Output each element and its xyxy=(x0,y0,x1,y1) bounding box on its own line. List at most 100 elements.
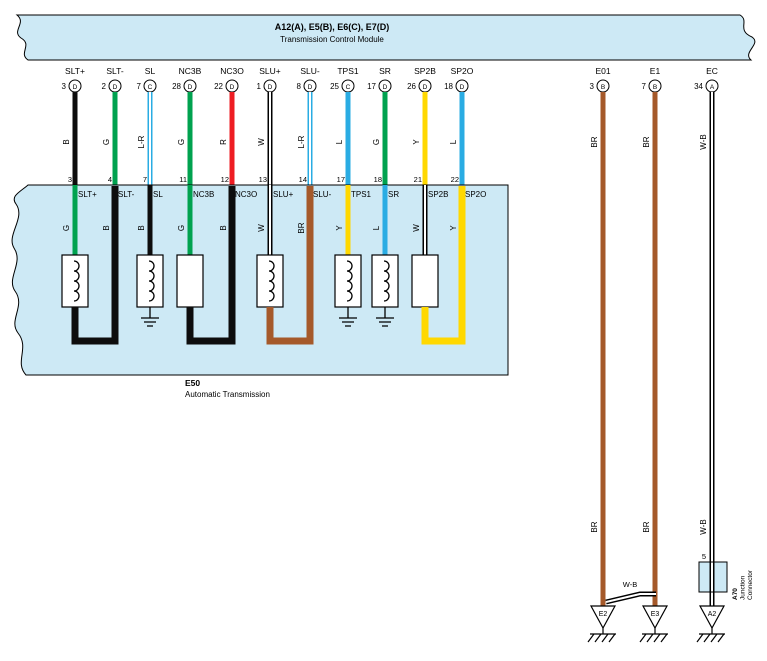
ground-point-label: E2 xyxy=(599,611,608,618)
wire-color-code: BR xyxy=(642,521,651,532)
a70-label: A70JunctionConnector xyxy=(732,569,754,600)
ground-point-triangle xyxy=(698,605,726,630)
tcm-pin-number: 25 xyxy=(330,82,339,91)
e50-name: E50 xyxy=(185,378,200,388)
tcm-connector-letter: D xyxy=(460,84,465,91)
tcm-connector-letter: D xyxy=(230,84,235,91)
tcm-pin-label: SLT+ xyxy=(65,66,85,76)
e50-pin-label: TPS1 xyxy=(351,190,372,199)
ground-point-triangle xyxy=(641,605,669,630)
tcm-pin-label: SP2O xyxy=(451,66,474,76)
wire-color-code: W xyxy=(257,224,266,232)
wire-color-code: BR xyxy=(297,222,306,233)
loop-SLU+ xyxy=(266,186,314,345)
loop-NC3B xyxy=(186,186,236,345)
tcm-connector-letter: B xyxy=(653,84,657,91)
tcm-connector-letter: D xyxy=(383,84,388,91)
e50-pin-label: SLU- xyxy=(313,190,332,199)
tcm-pin-label: SLU- xyxy=(300,66,320,76)
tcm-connector-letter: B xyxy=(601,84,605,91)
wire-color-code: B xyxy=(219,225,228,230)
e50-pin-label: NC3O xyxy=(235,190,257,199)
a70-junction-box-border xyxy=(698,561,728,593)
sensor-box xyxy=(411,254,439,308)
wire-color-code: G xyxy=(62,225,71,231)
tcm-pin-label: E1 xyxy=(650,66,661,76)
e50-pin-number: 12 xyxy=(221,175,229,184)
wire-color-code: W-B xyxy=(699,134,708,149)
a70-label-line: Connector xyxy=(747,569,754,600)
e50-pin-number: 13 xyxy=(259,175,267,184)
wire-color-code: W xyxy=(412,224,421,232)
wire-color-code: B xyxy=(102,225,111,230)
coil-icon xyxy=(346,260,353,302)
e50-pin-number: 18 xyxy=(374,175,382,184)
tcm-connector-letter: D xyxy=(268,84,273,91)
wire-color-code: B xyxy=(62,139,71,144)
tcm-pin-label: SL xyxy=(145,66,156,76)
e50-pin-number: 7 xyxy=(143,175,147,184)
ground-icon xyxy=(376,317,394,327)
tcm-pin-label: SLU+ xyxy=(259,66,281,76)
wire-color-code: G xyxy=(372,139,381,145)
e50-pin-number: 14 xyxy=(299,175,307,184)
a70-pin-number: 5 xyxy=(702,552,706,561)
tcm-pin-label: SR xyxy=(379,66,391,76)
tcm-pin-number: 3 xyxy=(590,82,595,91)
ground-icon xyxy=(639,633,668,643)
e50-subtitle: Automatic Transmission xyxy=(185,390,270,399)
tcm-pin-number: 1 xyxy=(257,82,262,91)
ground-point-triangle xyxy=(589,605,617,630)
tcm-title: A12(A), E5(B), E6(C), E7(D) xyxy=(275,22,390,32)
wb-link-label: W-B xyxy=(623,580,637,589)
e50-pin-number: 3 xyxy=(68,175,72,184)
wire-color-code: BR xyxy=(642,136,651,147)
e50-pin-number: 11 xyxy=(179,175,187,184)
e50-pin-label: SL xyxy=(153,190,163,199)
e50-pin-label: SP2B xyxy=(428,190,448,199)
tcm-pin-number: 3 xyxy=(62,82,67,91)
wire-color-code: L-R xyxy=(297,135,306,148)
wire-color-code: L xyxy=(335,139,344,144)
e50-pin-number: 17 xyxy=(337,175,345,184)
tcm-connector-letter: C xyxy=(346,84,351,91)
ground-icon xyxy=(587,633,616,643)
tcm-pin-number: 28 xyxy=(172,82,181,91)
e50-pin-label: SP2O xyxy=(465,190,486,199)
ground-icon xyxy=(696,633,725,643)
e50-pin-number: 21 xyxy=(414,175,422,184)
e50-pin-label: SLT- xyxy=(118,190,135,199)
e50-pin-number: 4 xyxy=(108,175,112,184)
wire-color-code: R xyxy=(219,139,228,145)
a70-label-line: Junction xyxy=(740,575,747,600)
coil-icon xyxy=(148,260,155,302)
wire-color-code: Y xyxy=(335,225,344,231)
tcm-connector-letter: D xyxy=(73,84,78,91)
tcm-pin-label: SP2B xyxy=(414,66,436,76)
coil-icon xyxy=(383,260,390,302)
wire-color-code: W-B xyxy=(699,519,708,534)
loop-SLT+ xyxy=(71,186,119,345)
tcm-module-box xyxy=(15,14,756,61)
tcm-pin-number: 22 xyxy=(214,82,223,91)
sensor-box xyxy=(176,254,204,308)
e50-pin-label: SLT+ xyxy=(78,190,97,199)
wire-color-code: G xyxy=(102,139,111,145)
tcm-connector-letter: D xyxy=(308,84,313,91)
tcm-pin-number: 17 xyxy=(367,82,376,91)
ground-point-label: E3 xyxy=(651,611,660,618)
coil-icon xyxy=(73,260,80,302)
tcm-connector-letter: C xyxy=(148,84,153,91)
tcm-pin-number: 2 xyxy=(102,82,107,91)
wire-color-code: L xyxy=(449,139,458,144)
wire-color-code: Y xyxy=(412,139,421,145)
tcm-pin-label: SLT- xyxy=(106,66,123,76)
tcm-pin-label: EC xyxy=(706,66,718,76)
tcm-pin-label: E01 xyxy=(595,66,610,76)
tcm-pin-number: 8 xyxy=(297,82,302,91)
tcm-connector-letter: D xyxy=(188,84,193,91)
wire-color-code: BR xyxy=(590,136,599,147)
e50-pin-label: NC3B xyxy=(193,190,214,199)
